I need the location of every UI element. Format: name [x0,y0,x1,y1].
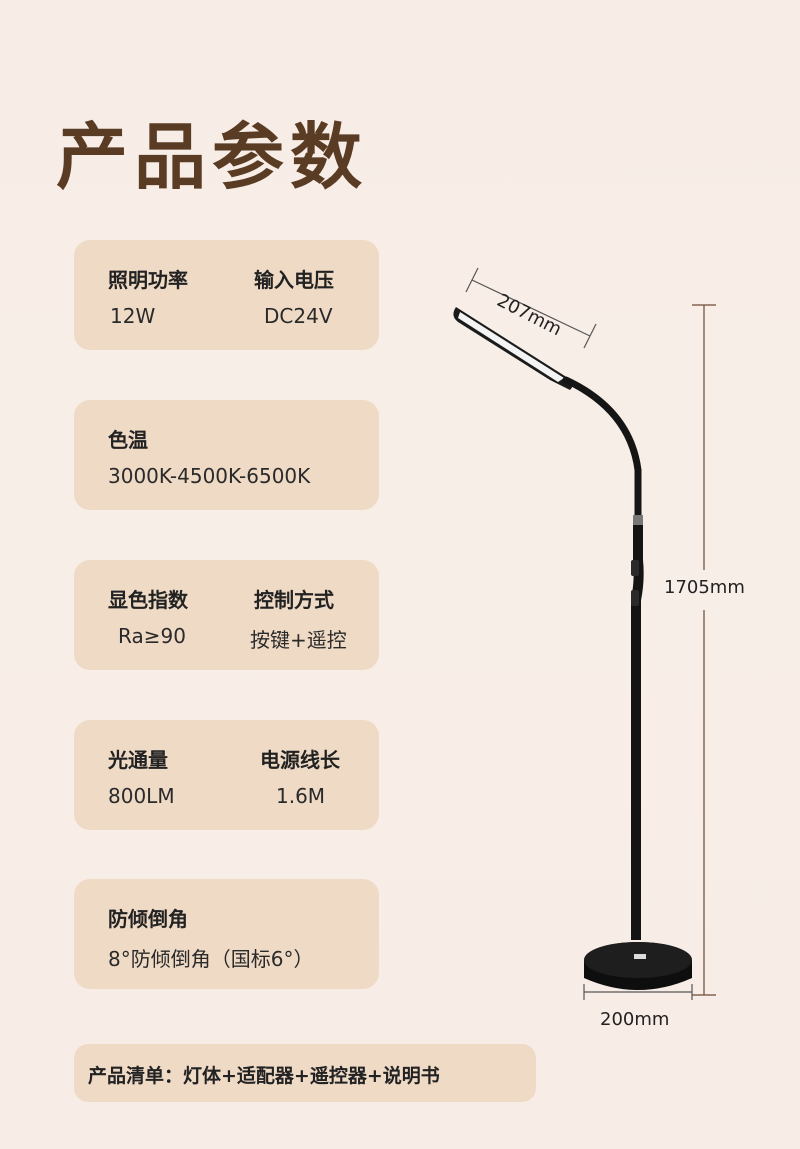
head-dimension-line [465,267,597,349]
packing-list-text: 产品清单：灯体+适配器+遥控器+说明书 [88,1065,440,1087]
lamp-pole [631,525,644,940]
floor-lamp-illustration [453,267,716,1000]
dimension-label-height: 1705mm [664,577,745,598]
lamp-gooseneck [562,376,642,522]
spec-value-cable: 1.6M [276,784,326,808]
dimension-label-base: 200mm [600,1009,670,1030]
spec-value-color-temp: 3000K-4500K-6500K [108,464,311,488]
spec-card-tilt: 防倾倒角 8°防倾倒角（国标6°） [74,879,379,989]
lamp-head [453,307,573,390]
spec-value-power: 12W [110,304,156,328]
spec-label-color-temp: 色温 [108,428,148,452]
spec-card-power-voltage: 照明功率 12W 输入电压 DC24V [74,240,379,350]
spec-value-cri: Ra≥90 [118,624,186,648]
lamp-switch-lower [631,590,639,606]
spec-label-power: 照明功率 [108,268,188,292]
spec-label-control: 控制方式 [254,588,334,612]
spec-value-tilt: 8°防倾倒角（国标6°） [108,947,314,971]
lamp-joint [633,515,643,525]
spec-card-flux-cable: 光通量 800LM 电源线长 1.6M [74,720,379,830]
lamp-base [584,942,692,990]
spec-label-cable: 电源线长 [260,748,340,772]
packing-list-card: 产品清单：灯体+适配器+遥控器+说明书 [74,1044,536,1102]
spec-value-flux: 800LM [108,784,175,808]
lamp-switch-upper [631,560,639,576]
page-title: 产品参数 [56,115,369,199]
spec-label-voltage: 输入电压 [254,268,334,292]
spec-card-cri-control: 显色指数 Ra≥90 控制方式 按键+遥控 [74,560,379,670]
base-dimension-line [583,984,693,1000]
spec-label-tilt: 防倾倒角 [108,907,188,931]
height-dimension-line [692,304,716,996]
spec-value-voltage: DC24V [264,304,333,328]
spec-value-control: 按键+遥控 [250,628,347,652]
spec-label-flux: 光通量 [108,748,168,772]
spec-card-color-temp: 色温 3000K-4500K-6500K [74,400,379,510]
spec-label-cri: 显色指数 [108,588,188,612]
